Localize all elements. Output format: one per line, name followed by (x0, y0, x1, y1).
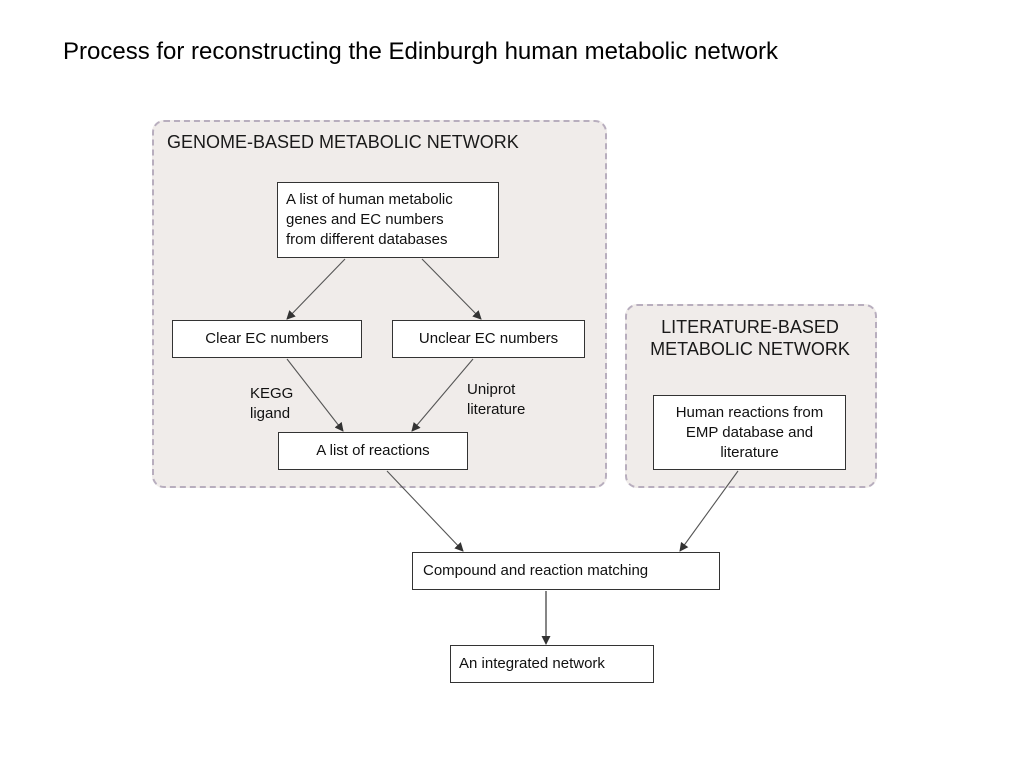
compound-reaction-matching-box: Compound and reaction matching (412, 552, 720, 590)
kegg-ligand-label: KEGG ligand (250, 384, 310, 424)
kegg-ligand-text: KEGG ligand (250, 385, 294, 422)
list-of-reactions-label: A list of reactions (316, 442, 430, 459)
arrow-genes-to-clear (286, 258, 346, 320)
human-reactions-label: Human reactions from EMP database and li… (675, 403, 824, 461)
arrow-genes-to-unclear (421, 258, 482, 320)
uniprot-literature-text: Uniprot literature (467, 381, 526, 418)
genome-based-network-panel (152, 120, 607, 488)
genes-ec-numbers-box: A list of human metabolic genes and EC n… (277, 182, 499, 258)
unclear-ec-numbers-box: Unclear EC numbers (392, 320, 585, 358)
integrated-network-box: An integrated network (450, 645, 654, 683)
arrow-clear-to-reactions (286, 358, 344, 432)
compound-reaction-matching-label: Compound and reaction matching (423, 562, 649, 579)
literature-panel-title: LITERATURE-BASED METABOLIC NETWORK (650, 317, 850, 359)
integrated-network-label: An integrated network (459, 655, 605, 672)
unclear-ec-numbers-label: Unclear EC numbers (418, 330, 559, 347)
uniprot-literature-label: Uniprot literature (467, 380, 547, 420)
arrow-human-to-matching (679, 470, 739, 552)
slide-title: Process for reconstructing the Edinburgh… (63, 38, 779, 65)
arrow-reactions-to-matching (386, 470, 464, 552)
clear-ec-numbers-box: Clear EC numbers (172, 320, 362, 358)
list-of-reactions-box: A list of reactions (278, 432, 468, 470)
human-reactions-box: Human reactions from EMP database and li… (653, 395, 846, 470)
genome-panel-title: GENOME-BASED METABOLIC NETWORK (167, 132, 519, 152)
arrow-unclear-to-reactions (411, 358, 474, 432)
genes-ec-numbers-label: A list of human metabolic genes and EC n… (286, 191, 453, 248)
clear-ec-numbers-label: Clear EC numbers (205, 330, 329, 347)
